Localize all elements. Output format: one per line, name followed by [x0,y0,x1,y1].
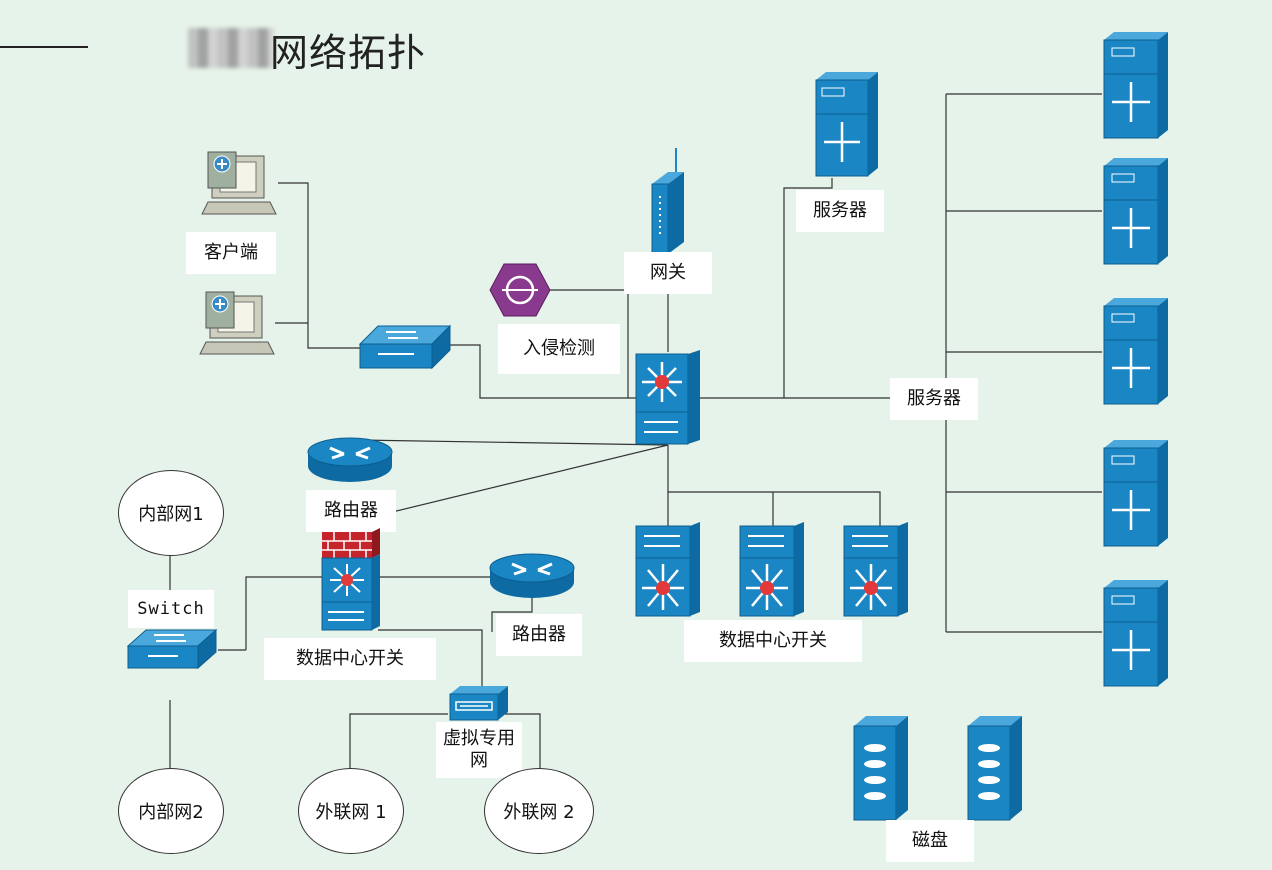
router2-label: 路由器 [496,614,582,656]
vpn-label: 虚拟专用网 [436,722,522,778]
dc-switch-left-label: 数据中心开关 [264,638,436,680]
server-icon [1103,440,1168,547]
server-icon [815,72,878,177]
disk-label: 磁盘 [886,820,974,862]
internal-network-1: 内部网1 [118,470,224,556]
internal-network-2: 内部网2 [118,768,224,854]
gateway-icon [651,148,684,255]
client-pc-icon [201,151,277,215]
dc-switch-icon [635,522,700,617]
disk-icon [853,716,908,821]
router1-label: 路由器 [306,490,396,532]
title-rule [0,46,88,48]
dc-switch-right-label: 数据中心开关 [684,620,862,662]
server-right-label: 服务器 [890,378,978,420]
router-icon [489,553,575,598]
router-icon [307,437,393,482]
ids-icon [489,263,551,317]
switch-label: Switch [128,590,214,628]
dc-switch-icon [739,522,804,617]
vpn-icon [449,686,508,721]
blurred-prefix [188,28,274,68]
external-network-1: 外联网 1 [298,768,404,854]
external-network-2: 外联网 2 [484,768,594,854]
server-icon [1103,298,1168,405]
server-icon [1103,580,1168,687]
firewall-icon [321,528,380,631]
server-top-label: 服务器 [796,190,884,232]
gateway-label: 网关 [624,252,712,294]
page-title: 网络拓扑 [270,31,427,75]
client-pc-icon [199,291,275,355]
disk-icon [967,716,1022,821]
ids-label: 入侵检测 [498,324,620,374]
client-label: 客户端 [186,232,276,274]
switch-icon [126,628,218,670]
server-icon [1103,32,1168,139]
server-icon [1103,158,1168,265]
switch-icon [358,324,452,370]
dc-switch-icon [843,522,908,617]
core-switch-icon [635,350,700,445]
